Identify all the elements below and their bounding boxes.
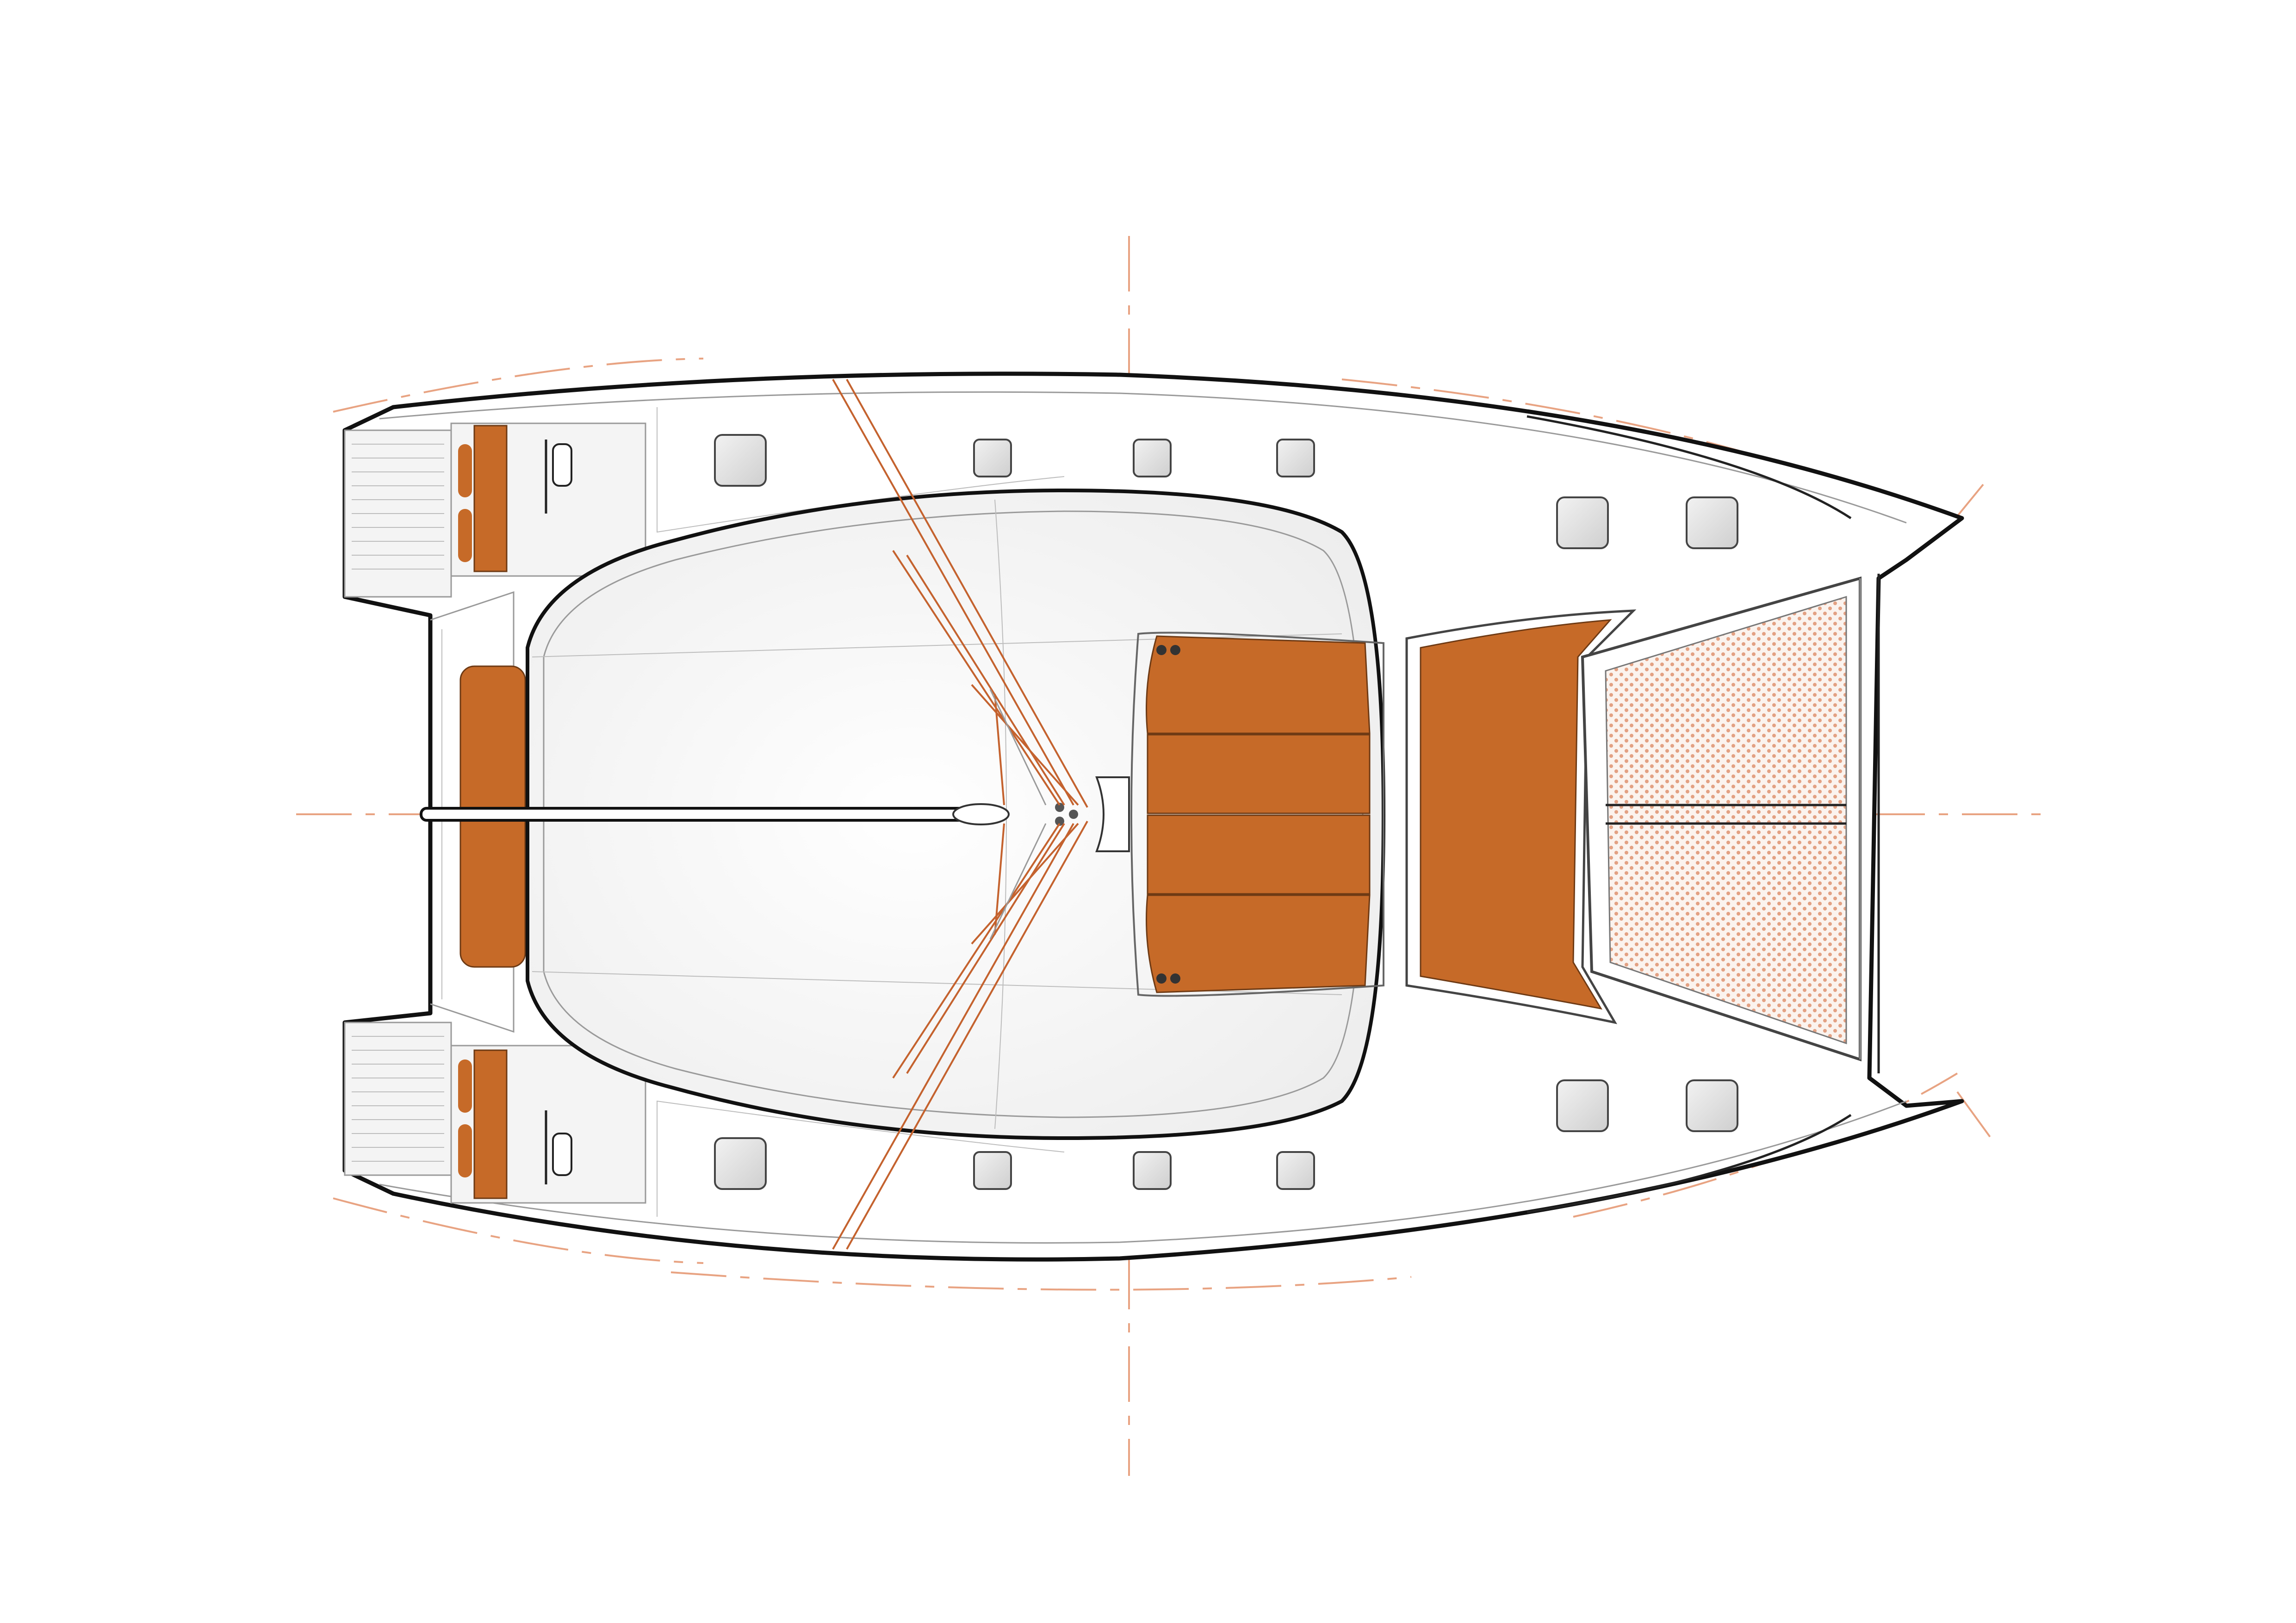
rigging-shroud-icon bbox=[832, 379, 1088, 1250]
aft-deck-icon bbox=[450, 422, 646, 1204]
trampoline-net-icon bbox=[1581, 574, 1880, 1073]
hull-port-icon bbox=[379, 391, 1907, 533]
foredeck-cushion-icon bbox=[1405, 609, 1637, 1024]
deck-hatch-icon bbox=[714, 434, 1738, 1190]
sunbed-cushion-icon bbox=[1130, 632, 1384, 997]
hull-starboard-icon bbox=[379, 1100, 1907, 1244]
mast-foot-icon bbox=[1055, 776, 1130, 852]
boom-icon bbox=[420, 803, 1010, 825]
